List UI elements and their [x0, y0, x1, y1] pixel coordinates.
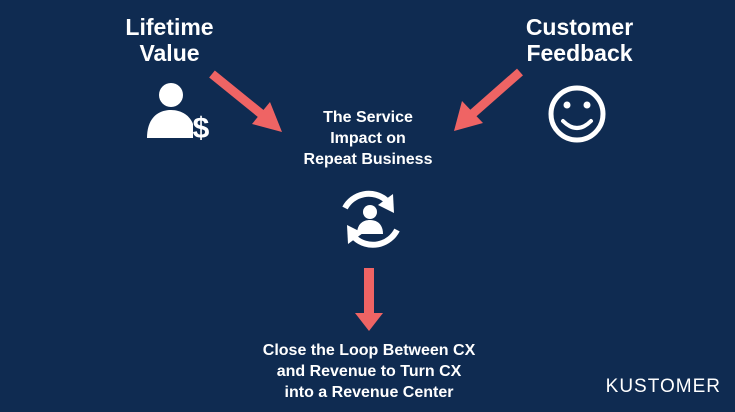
- arrow-left-to-center: [209, 70, 282, 132]
- customer-feedback-line-2: Feedback: [526, 40, 633, 67]
- svg-text:$: $: [193, 112, 210, 145]
- arrow-down-to-outcome: [355, 268, 383, 331]
- outcome-line-2: and Revenue to Turn CX: [276, 362, 462, 380]
- arrow-right-to-center: [454, 68, 523, 131]
- smiley-face-icon: [548, 85, 606, 143]
- service-impact-line-3: Repeat Business: [303, 150, 433, 168]
- customer-feedback-label: Customer Feedback: [512, 14, 647, 67]
- outcome-label: Close the Loop Between CX and Revenue to…: [238, 341, 500, 403]
- outcome-line-3: into a Revenue Center: [284, 383, 454, 401]
- service-impact-line-2: Impact on: [330, 129, 406, 147]
- service-impact-label: The Service Impact on Repeat Business: [288, 108, 448, 170]
- lifetime-value-line-1: Lifetime: [125, 14, 214, 40]
- person-cycle-icon: [342, 190, 400, 248]
- kustomer-logo: KUSTOMER: [605, 376, 721, 397]
- lifetime-value-label: Lifetime Value: [112, 14, 227, 67]
- person-dollar-icon: $: [147, 83, 210, 145]
- service-impact-line-1: The Service: [323, 109, 413, 126]
- customer-feedback-line-1: Customer: [525, 14, 634, 40]
- outcome-line-1: Close the Loop Between CX: [262, 342, 476, 359]
- lifetime-value-line-2: Value: [139, 40, 200, 67]
